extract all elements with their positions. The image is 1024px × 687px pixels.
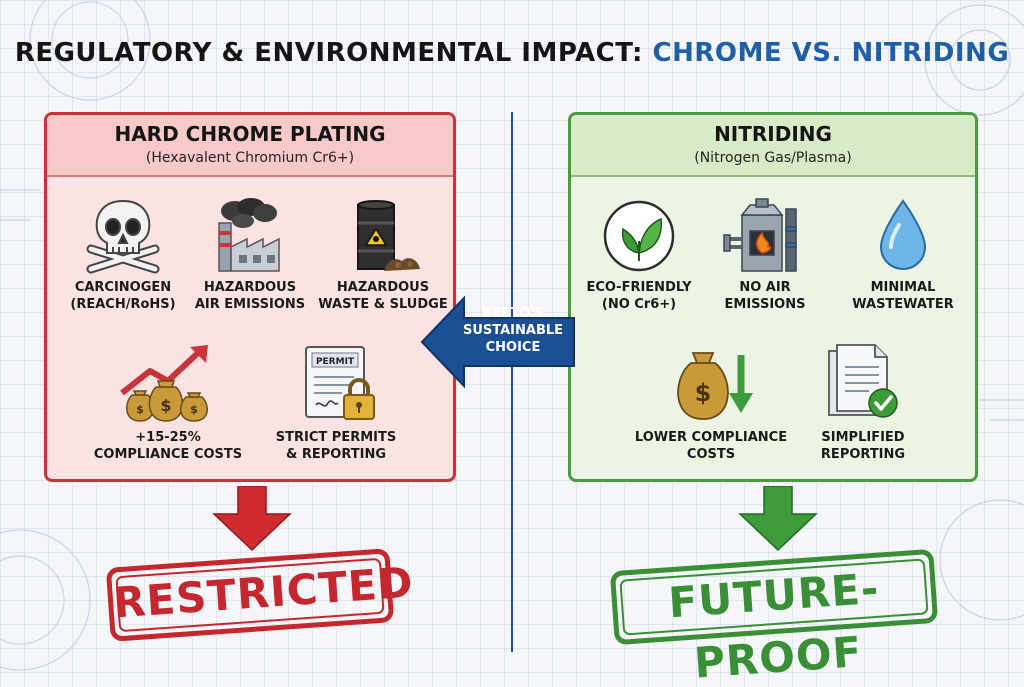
item-label-line1: CARCINOGEN [74, 280, 172, 295]
svg-text:$: $ [160, 396, 171, 415]
simplified-reporting-item: SIMPLIFIED REPORTING [799, 341, 927, 463]
callout-line1: BEPTO'S [482, 306, 544, 321]
future-proof-stamp-text: FUTURE-PROOF [666, 563, 881, 687]
money-bags-rising-icon: $ $ $ [120, 345, 208, 422]
skull-crossbones-icon [86, 199, 160, 274]
nitriding-panel: NITRIDING (Nitrogen Gas/Plasma) ECO-FRIE… [568, 112, 978, 482]
lower-costs-item: $ LOWER COMPLIANCE COSTS [631, 341, 791, 463]
restricted-stamp-text: RESTRICTED [111, 557, 416, 628]
item-label-line2: (NO Cr6+) [601, 297, 677, 312]
toxic-barrel-icon [357, 200, 420, 271]
document-check-icon [828, 344, 898, 418]
chrome-plating-panel: HARD CHROME PLATING (Hexavalent Chromium… [44, 112, 456, 482]
title-highlight: CHROME VS. NITRIDING [652, 38, 1010, 68]
item-label-line1: STRICT PERMITS [275, 430, 397, 445]
air-emissions-item: HAZARDOUS AIR EMISSIONS [189, 197, 311, 313]
chrome-panel-title: HARD CHROME PLATING [114, 122, 386, 146]
item-label-line1: LOWER COMPLIANCE [634, 430, 788, 445]
permit-lock-icon: PERMIT [305, 346, 375, 420]
leaf-icon [603, 200, 675, 272]
factory-emissions-icon [218, 198, 280, 272]
item-label-line1: HAZARDOUS [203, 280, 297, 295]
red-down-arrow [212, 486, 292, 552]
sustainable-choice-arrow [420, 295, 575, 389]
svg-text:$: $ [695, 379, 712, 407]
svg-text:$: $ [136, 403, 144, 416]
green-down-arrow [738, 486, 818, 552]
item-label-line2: COMPLIANCE COSTS [93, 447, 243, 462]
center-divider [511, 112, 513, 652]
callout-line3: CHOICE [485, 340, 541, 355]
compliance-costs-item: $ $ $ +15-25% COMPLIANCE COSTS [83, 341, 253, 463]
water-drop-icon [879, 199, 927, 270]
waste-sludge-item: HAZARDOUS WASTE & SLUDGE [315, 197, 451, 313]
chrome-panel-header: HARD CHROME PLATING (Hexavalent Chromium… [47, 115, 453, 177]
eco-friendly-item: ECO-FRIENDLY (NO Cr6+) [577, 197, 701, 313]
page-title: REGULATORY & ENVIRONMENTAL IMPACT: CHROM… [0, 38, 1024, 68]
permit-badge-text: PERMIT [316, 357, 355, 367]
item-label-line1: MINIMAL [870, 280, 936, 295]
item-label-line2: WASTEWATER [852, 297, 954, 312]
no-emissions-item: NO AIR EMISSIONS [705, 197, 825, 313]
item-label-line2: EMISSIONS [724, 297, 806, 312]
callout-line2: SUSTAINABLE [462, 323, 564, 338]
item-label-line1: NO AIR [739, 280, 791, 295]
item-label-line2: COSTS [686, 447, 736, 462]
furnace-icon [723, 198, 797, 272]
nitriding-panel-header: NITRIDING (Nitrogen Gas/Plasma) [571, 115, 975, 177]
chrome-panel-subtitle: (Hexavalent Chromium Cr6+) [145, 150, 355, 166]
item-label-line2: AIR EMISSIONS [194, 297, 306, 312]
item-label-line2: WASTE & SLUDGE [318, 297, 448, 312]
nitriding-panel-title: NITRIDING [714, 122, 832, 146]
money-bag-down-icon: $ [677, 352, 753, 420]
title-main: REGULATORY & ENVIRONMENTAL IMPACT: [14, 38, 643, 68]
item-label-line1: HAZARDOUS [336, 280, 430, 295]
item-label-line2: (REACH/RoHS) [70, 297, 176, 312]
nitriding-panel-subtitle: (Nitrogen Gas/Plasma) [694, 150, 852, 166]
permits-item: PERMIT STRICT PERMITS & REPORTING [261, 341, 411, 463]
svg-text:$: $ [190, 403, 198, 416]
sustainable-choice-label: BEPTO'S SUSTAINABLE CHOICE [454, 305, 572, 356]
item-label-line1: +15-25% [135, 430, 201, 445]
item-label-line1: ECO-FRIENDLY [586, 280, 692, 295]
carcinogen-item: CARCINOGEN (REACH/RoHS) [67, 197, 179, 313]
item-label-line2: REPORTING [820, 447, 906, 462]
item-label-line2: & REPORTING [285, 447, 386, 462]
minimal-wastewater-item: MINIMAL WASTEWATER [835, 197, 971, 313]
item-label-line1: SIMPLIFIED [821, 430, 905, 445]
